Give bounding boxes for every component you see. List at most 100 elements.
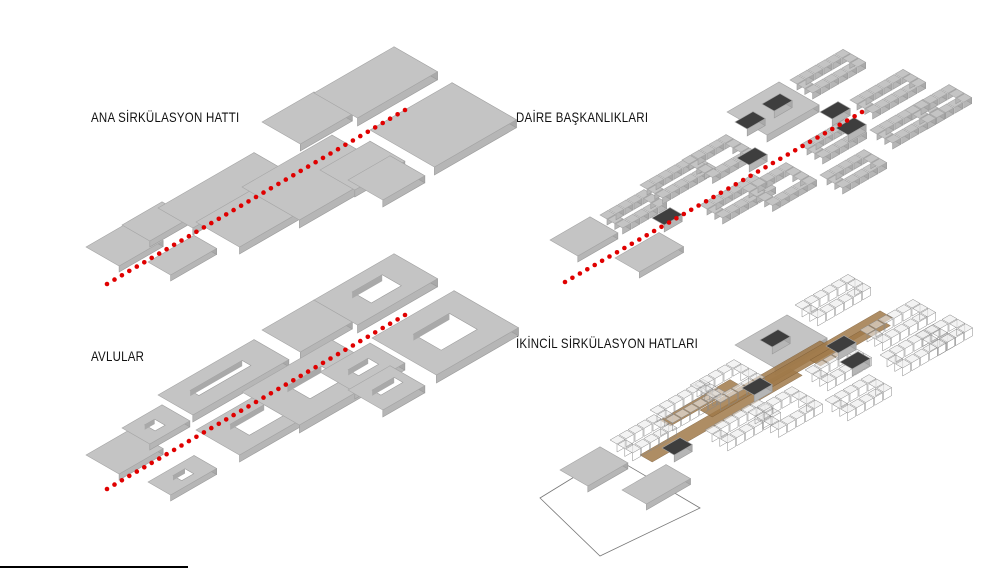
- circulation-dot: [320, 360, 326, 366]
- circulation-dot: [276, 386, 281, 392]
- circulation-dot: [238, 203, 244, 208]
- circulation-dot: [201, 225, 207, 230]
- office-cell-wire-edge: [911, 358, 920, 372]
- block-top-face: [648, 174, 665, 185]
- circulation-dot: [607, 254, 612, 259]
- circulation-dot: [402, 312, 408, 318]
- circulation-dot: [127, 473, 132, 479]
- block-top-face: [913, 99, 930, 110]
- circulation-dot: [119, 478, 125, 483]
- office-cell: [913, 99, 930, 116]
- office-cell-wire-edge: [634, 429, 644, 443]
- office-cell: [805, 83, 822, 100]
- office-cell-wire-edge: [895, 349, 905, 363]
- block-top-face: [759, 329, 791, 348]
- block-top-face: [894, 128, 911, 139]
- circulation-dot: [830, 126, 835, 132]
- circulation-dot: [844, 118, 850, 123]
- panel-courtyards: [85, 253, 520, 502]
- building-block: [121, 404, 191, 451]
- department-block: [761, 93, 793, 119]
- office-cell-wire-edge: [820, 364, 830, 378]
- block-top-face: [885, 74, 902, 84]
- block-top-face: [823, 73, 840, 83]
- building-block: [621, 464, 692, 511]
- courtyard-inner-wall: [144, 419, 155, 430]
- office-cell-wire-edge: [738, 387, 747, 401]
- office-ring: [819, 149, 888, 195]
- circulation-dot: [659, 224, 664, 230]
- office-cell: [931, 89, 948, 105]
- circulation-dot: [837, 122, 842, 128]
- block-top-face: [664, 183, 681, 194]
- block-top-face: [313, 46, 439, 119]
- circulation-dot: [358, 133, 363, 139]
- block-top-face: [713, 163, 731, 173]
- office-cell-wire-edge: [672, 418, 681, 432]
- office-ring-wireframe: [824, 374, 893, 422]
- block-top-face: [807, 64, 824, 74]
- office-cell-wire-edge: [891, 333, 900, 347]
- office-cell-wire-edge: [643, 423, 653, 437]
- circulation-dot: [350, 343, 356, 348]
- office-cell: [832, 68, 849, 84]
- block-top-face: [708, 139, 725, 149]
- circulation-dot: [268, 186, 274, 191]
- circulation-dot: [320, 155, 326, 161]
- circulation-dot: [276, 181, 281, 187]
- office-cell-wire-edge: [787, 419, 796, 433]
- office-cell-wire-edge: [853, 292, 862, 306]
- block-top-face: [761, 93, 793, 112]
- office-cell-wire-edge: [882, 338, 891, 352]
- block-top-face: [922, 94, 939, 104]
- building-block: [261, 299, 353, 360]
- circulation-dot: [380, 325, 386, 331]
- circulation-dot: [674, 216, 679, 221]
- block-top-face: [699, 144, 716, 154]
- circulation-dot: [127, 268, 132, 274]
- office-cell-wire-edge: [720, 397, 729, 411]
- office-cell-wire-edge: [650, 438, 659, 452]
- office-cell-wire-edge: [814, 404, 823, 418]
- office-cell-wire-edge: [745, 428, 754, 442]
- block-top-face: [621, 464, 692, 505]
- circulation-dot: [335, 351, 341, 357]
- circulation-dot: [231, 412, 236, 418]
- block-top-face: [816, 59, 833, 69]
- office-cell-wire-edge: [729, 419, 739, 433]
- circulation-dot: [149, 460, 154, 466]
- department-block: [741, 377, 773, 403]
- office-ring-wireframe: [859, 299, 937, 352]
- circulation-dot: [807, 139, 813, 145]
- office-cell-wire-edge: [902, 308, 912, 322]
- office-cell: [885, 133, 902, 150]
- block-top-face: [764, 196, 782, 206]
- block-top-face: [920, 114, 937, 124]
- circulation-dot: [718, 190, 724, 196]
- block-top-face: [887, 114, 904, 124]
- circulation-dot: [253, 399, 259, 405]
- circulation-dot: [637, 237, 642, 242]
- circulation-dot: [253, 194, 259, 200]
- block-top-face: [956, 93, 973, 103]
- circulation-dot: [387, 116, 393, 121]
- office-cell: [626, 194, 643, 210]
- block-top-face: [834, 49, 851, 59]
- block-top-face: [639, 180, 656, 190]
- office-cell-wire-edge: [874, 392, 883, 406]
- block-top-face: [741, 183, 758, 193]
- office-cell-wire-edge: [844, 297, 853, 311]
- block-top-face: [832, 68, 849, 78]
- block-top-face: [894, 69, 911, 79]
- office-cell: [825, 54, 842, 70]
- circulation-dot: [562, 279, 568, 285]
- office-cell-wire-edge: [659, 432, 668, 446]
- block-top-face: [825, 335, 857, 354]
- circulation-dot: [372, 125, 378, 130]
- office-cell: [807, 64, 824, 81]
- circulation-dot: [104, 486, 110, 492]
- block-top-face: [657, 169, 674, 179]
- block-top-face: [733, 143, 750, 153]
- block-top-face: [549, 216, 619, 257]
- office-cell-wire-edge: [902, 363, 911, 377]
